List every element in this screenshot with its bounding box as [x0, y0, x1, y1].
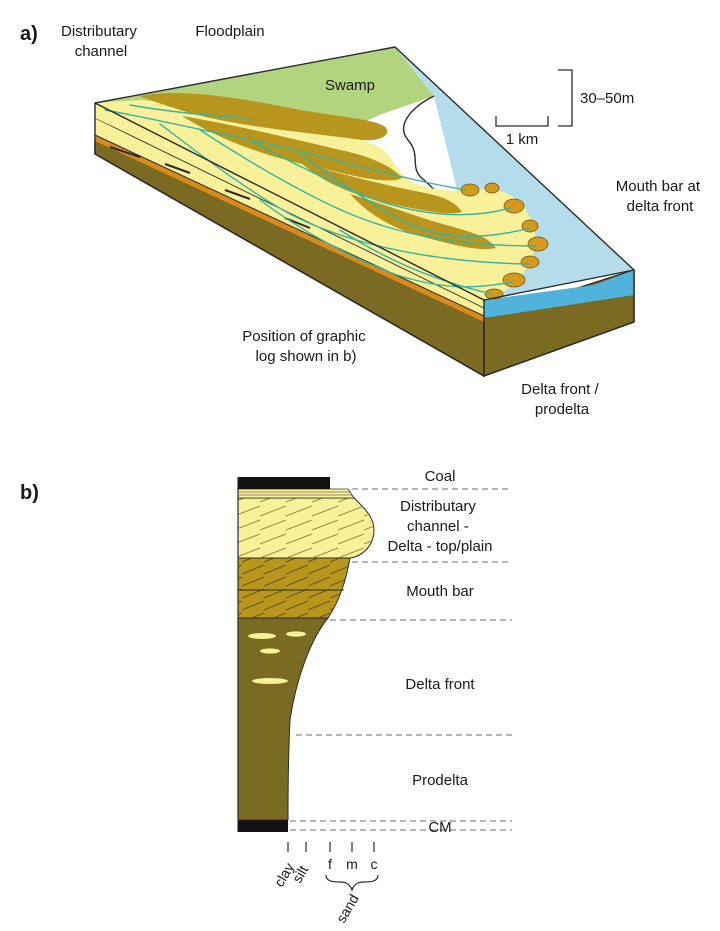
label-floodplain: Floodplain: [195, 23, 264, 40]
scale-vertical: 30–50m: [580, 90, 634, 107]
unit-mouth-bar: Mouth bar: [406, 583, 474, 600]
unit-cm: CM: [428, 819, 451, 836]
grain-sand: sand: [333, 891, 362, 925]
grain-size-scale: clay silt f m c sand: [271, 842, 379, 926]
grain-silt: silt: [289, 863, 311, 886]
grain-f: f: [328, 856, 332, 872]
unit-prodelta: Prodelta: [412, 772, 469, 789]
sand-lenses: [248, 631, 306, 684]
sea-right-face: [484, 270, 634, 318]
panel-b-letter: b): [20, 482, 39, 504]
prodelta-delta-front-body: [237, 617, 330, 821]
label-swamp: Swamp: [325, 77, 375, 94]
marsh-lobe-1: [140, 93, 388, 141]
scale-bar: 30–50m 1 km: [495, 69, 634, 148]
front-orange-layer: [95, 135, 484, 322]
sand-brace: [325, 874, 379, 892]
marsh-lobe-3: [300, 162, 462, 214]
distributary-channels: [104, 104, 537, 295]
marsh-lobe-4: [350, 194, 496, 250]
grain-m: m: [346, 856, 358, 872]
marsh-lobe-2: [182, 116, 402, 181]
cm-coal-bed: [238, 820, 288, 832]
label-delta-front-prodelta: Delta front / prodelta: [521, 381, 603, 418]
delta-plain-sand: [95, 100, 536, 300]
top-coal-bed: [238, 477, 330, 489]
block-diagram: [94, 46, 635, 378]
unit-coal: Coal: [425, 468, 456, 485]
graphic-log: [237, 477, 375, 832]
label-mouth-bar: Mouth bar at delta front: [616, 178, 704, 215]
panel-a-letter: a): [20, 23, 38, 45]
unit-distributary: Distributary channel - Delta - top/plain: [387, 498, 492, 555]
label-graphic-log: Position of graphic log shown in b): [242, 328, 370, 365]
sea-surface: [395, 47, 634, 300]
grain-c: c: [371, 856, 378, 872]
unit-boundaries: [290, 488, 512, 831]
mouth-bars: [460, 182, 549, 300]
label-distributary-channel: Distributary channel: [61, 23, 141, 60]
unit-delta-front: Delta front: [405, 676, 475, 693]
scale-horizontal: 1 km: [506, 131, 539, 148]
